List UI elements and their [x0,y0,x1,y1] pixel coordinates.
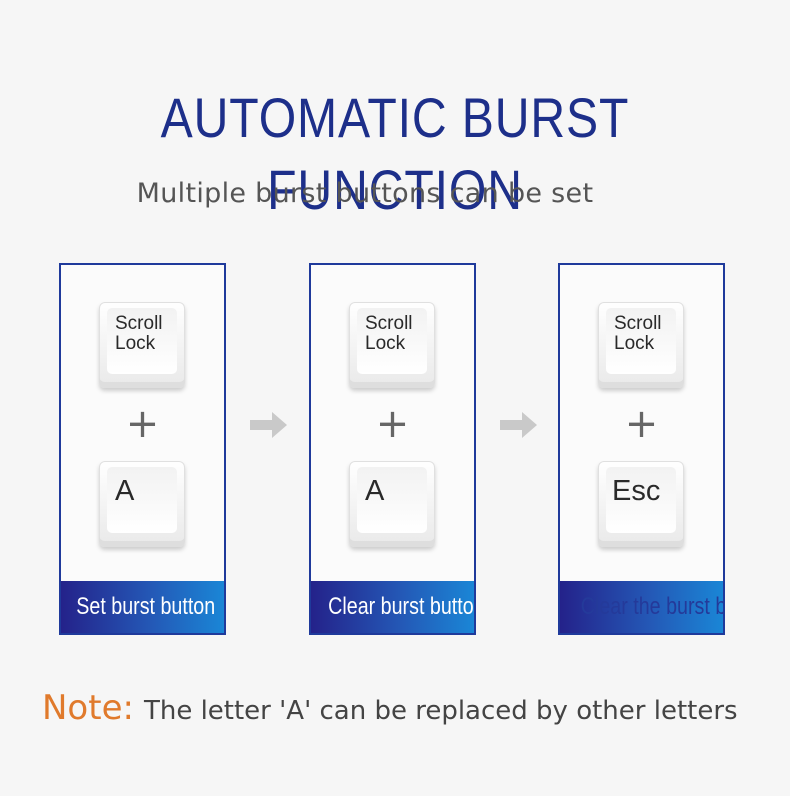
key-label: A [115,475,135,507]
scroll-lock-key: Scroll Lock [598,302,684,388]
banner-label: Clear burst button [328,593,474,620]
step-panel-clear: Scroll Lock + A Clear burst button [309,263,476,635]
scroll-lock-key: Scroll Lock [99,302,185,388]
plus-sign: + [125,401,160,447]
page-subtitle: Multiple burst buttons can be set [136,178,594,209]
plus-sign: + [375,401,410,447]
a-key: A [349,461,435,547]
banner-label: Clear the burst button [580,593,723,620]
banner-label: Set burst button [76,593,216,620]
step-panel-clear-all: Scroll Lock + Esc Clear the burst button [558,263,725,635]
a-key: A [99,461,185,547]
key-label: A [365,475,385,507]
esc-key: Esc [598,461,684,547]
plus-sign: + [624,401,659,447]
note: Note: The letter 'A' can be replaced by o… [42,688,738,728]
arrow-right-icon [250,412,287,438]
scroll-lock-key: Scroll Lock [349,302,435,388]
step-banner: Clear the burst button [560,581,723,633]
note-label: Note: [42,688,134,728]
step-banner: Clear burst button [311,581,474,633]
key-label: Esc [612,475,661,507]
key-label: Scroll Lock [115,313,163,354]
note-text: The letter 'A' can be replaced by other … [143,696,738,726]
step-banner: Set burst button [61,581,224,633]
key-label: Scroll Lock [614,313,662,354]
page-title: AUTOMATIC BURST FUNCTION [160,86,630,221]
step-panel-set: Scroll Lock + A Set burst button [59,263,226,635]
arrow-right-icon [500,412,537,438]
key-label: Scroll Lock [365,313,413,354]
